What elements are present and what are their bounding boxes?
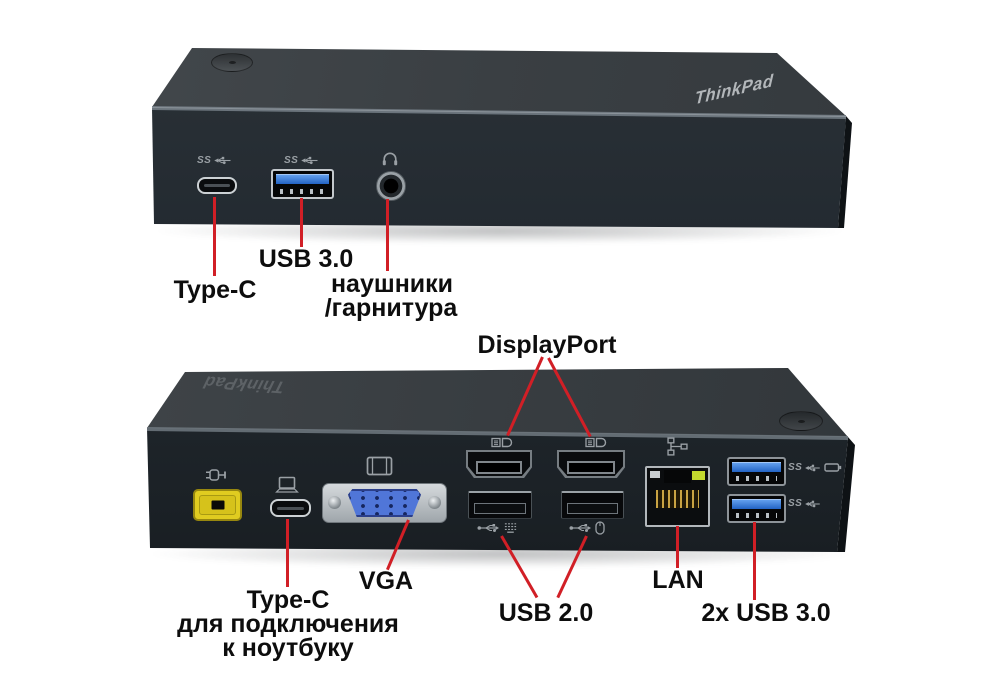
usb-trident-mouse-icon — [569, 521, 605, 535]
displayport-slot — [567, 461, 615, 474]
label-type-c: Type-C — [173, 276, 257, 304]
usb-superspeed-battery-icon: SS — [788, 462, 842, 473]
label-usb3: USB 3.0 — [258, 245, 354, 273]
superspeed-text: SS — [197, 154, 212, 166]
usb2-tongue — [474, 503, 526, 514]
usb3-port — [727, 494, 786, 523]
label-type-c-host-line2: для подключения — [177, 610, 399, 638]
label-audio-line2: /гарнитура — [324, 294, 458, 322]
power-connector-slot — [211, 500, 224, 510]
usb-c-host-port — [270, 499, 311, 517]
usb3-type-a-port — [271, 169, 334, 199]
headphone-jack-port — [376, 171, 406, 201]
label-usb3-2x: 2x USB 3.0 — [701, 599, 831, 627]
vga-port — [322, 483, 447, 523]
usb-superspeed-icon: SS — [197, 155, 233, 166]
usb2-tongue — [567, 503, 618, 514]
label-vga: VGA — [358, 567, 414, 595]
vga-screw-left — [328, 496, 341, 509]
ethernet-icon — [667, 437, 688, 456]
displayport-icon — [585, 436, 608, 449]
headphones-icon — [381, 150, 399, 167]
callout-line-usb3-2x — [753, 522, 756, 600]
usb-superspeed-icon: SS — [788, 499, 822, 509]
chassis-button-indent — [211, 53, 253, 72]
callout-line-lan — [676, 526, 679, 568]
callout-line-audio — [386, 199, 389, 271]
usb2-port-1 — [468, 491, 532, 519]
usb-trident-keyboard-icon — [477, 521, 518, 534]
power-connector-port — [193, 489, 242, 521]
callout-line-type-c — [213, 197, 216, 276]
chassis-button-indent — [779, 411, 823, 431]
vga-dsub-connector — [348, 489, 421, 517]
displayport-cavity — [559, 452, 623, 476]
power-plug-icon — [205, 467, 231, 483]
displayport-icon — [491, 436, 514, 449]
usb3-blue-tongue — [732, 499, 781, 509]
callout-line-type-c-host — [286, 519, 289, 587]
superspeed-text: SS — [788, 461, 803, 473]
label-type-c-host-line1: Type-C — [246, 586, 330, 614]
label-audio-line1: наушники — [330, 270, 454, 298]
usb-contacts — [736, 476, 777, 481]
displayport-port-1 — [466, 450, 532, 478]
label-lan: LAN — [652, 566, 704, 594]
monitor-icon — [366, 456, 393, 476]
usb-contacts — [736, 513, 777, 518]
label-displayport: DisplayPort — [477, 331, 617, 359]
lan-led-left — [650, 471, 660, 478]
usb3-blue-tongue — [276, 174, 329, 184]
usb3-charging-port — [727, 457, 786, 486]
usb-contacts — [280, 189, 325, 194]
usb-c-port — [197, 177, 237, 194]
superspeed-text: SS — [788, 498, 803, 509]
label-usb2: USB 2.0 — [498, 599, 594, 627]
usb2-port-2 — [561, 491, 624, 519]
superspeed-text: SS — [284, 154, 299, 166]
ethernet-rj45-port — [645, 466, 710, 527]
displayport-cavity — [468, 452, 530, 476]
usb3-blue-tongue — [732, 462, 781, 472]
lan-gold-pins — [656, 490, 699, 508]
callout-line-usb3 — [300, 198, 303, 247]
lan-led-right — [692, 471, 705, 480]
label-type-c-host-line3: к ноутбуку — [222, 634, 354, 662]
displayport-port-2 — [557, 450, 625, 478]
lan-clip — [664, 470, 691, 483]
displayport-slot — [476, 461, 522, 474]
usb-superspeed-icon: SS — [284, 155, 320, 166]
vga-screw-right — [428, 496, 441, 509]
laptop-icon — [275, 476, 299, 494]
